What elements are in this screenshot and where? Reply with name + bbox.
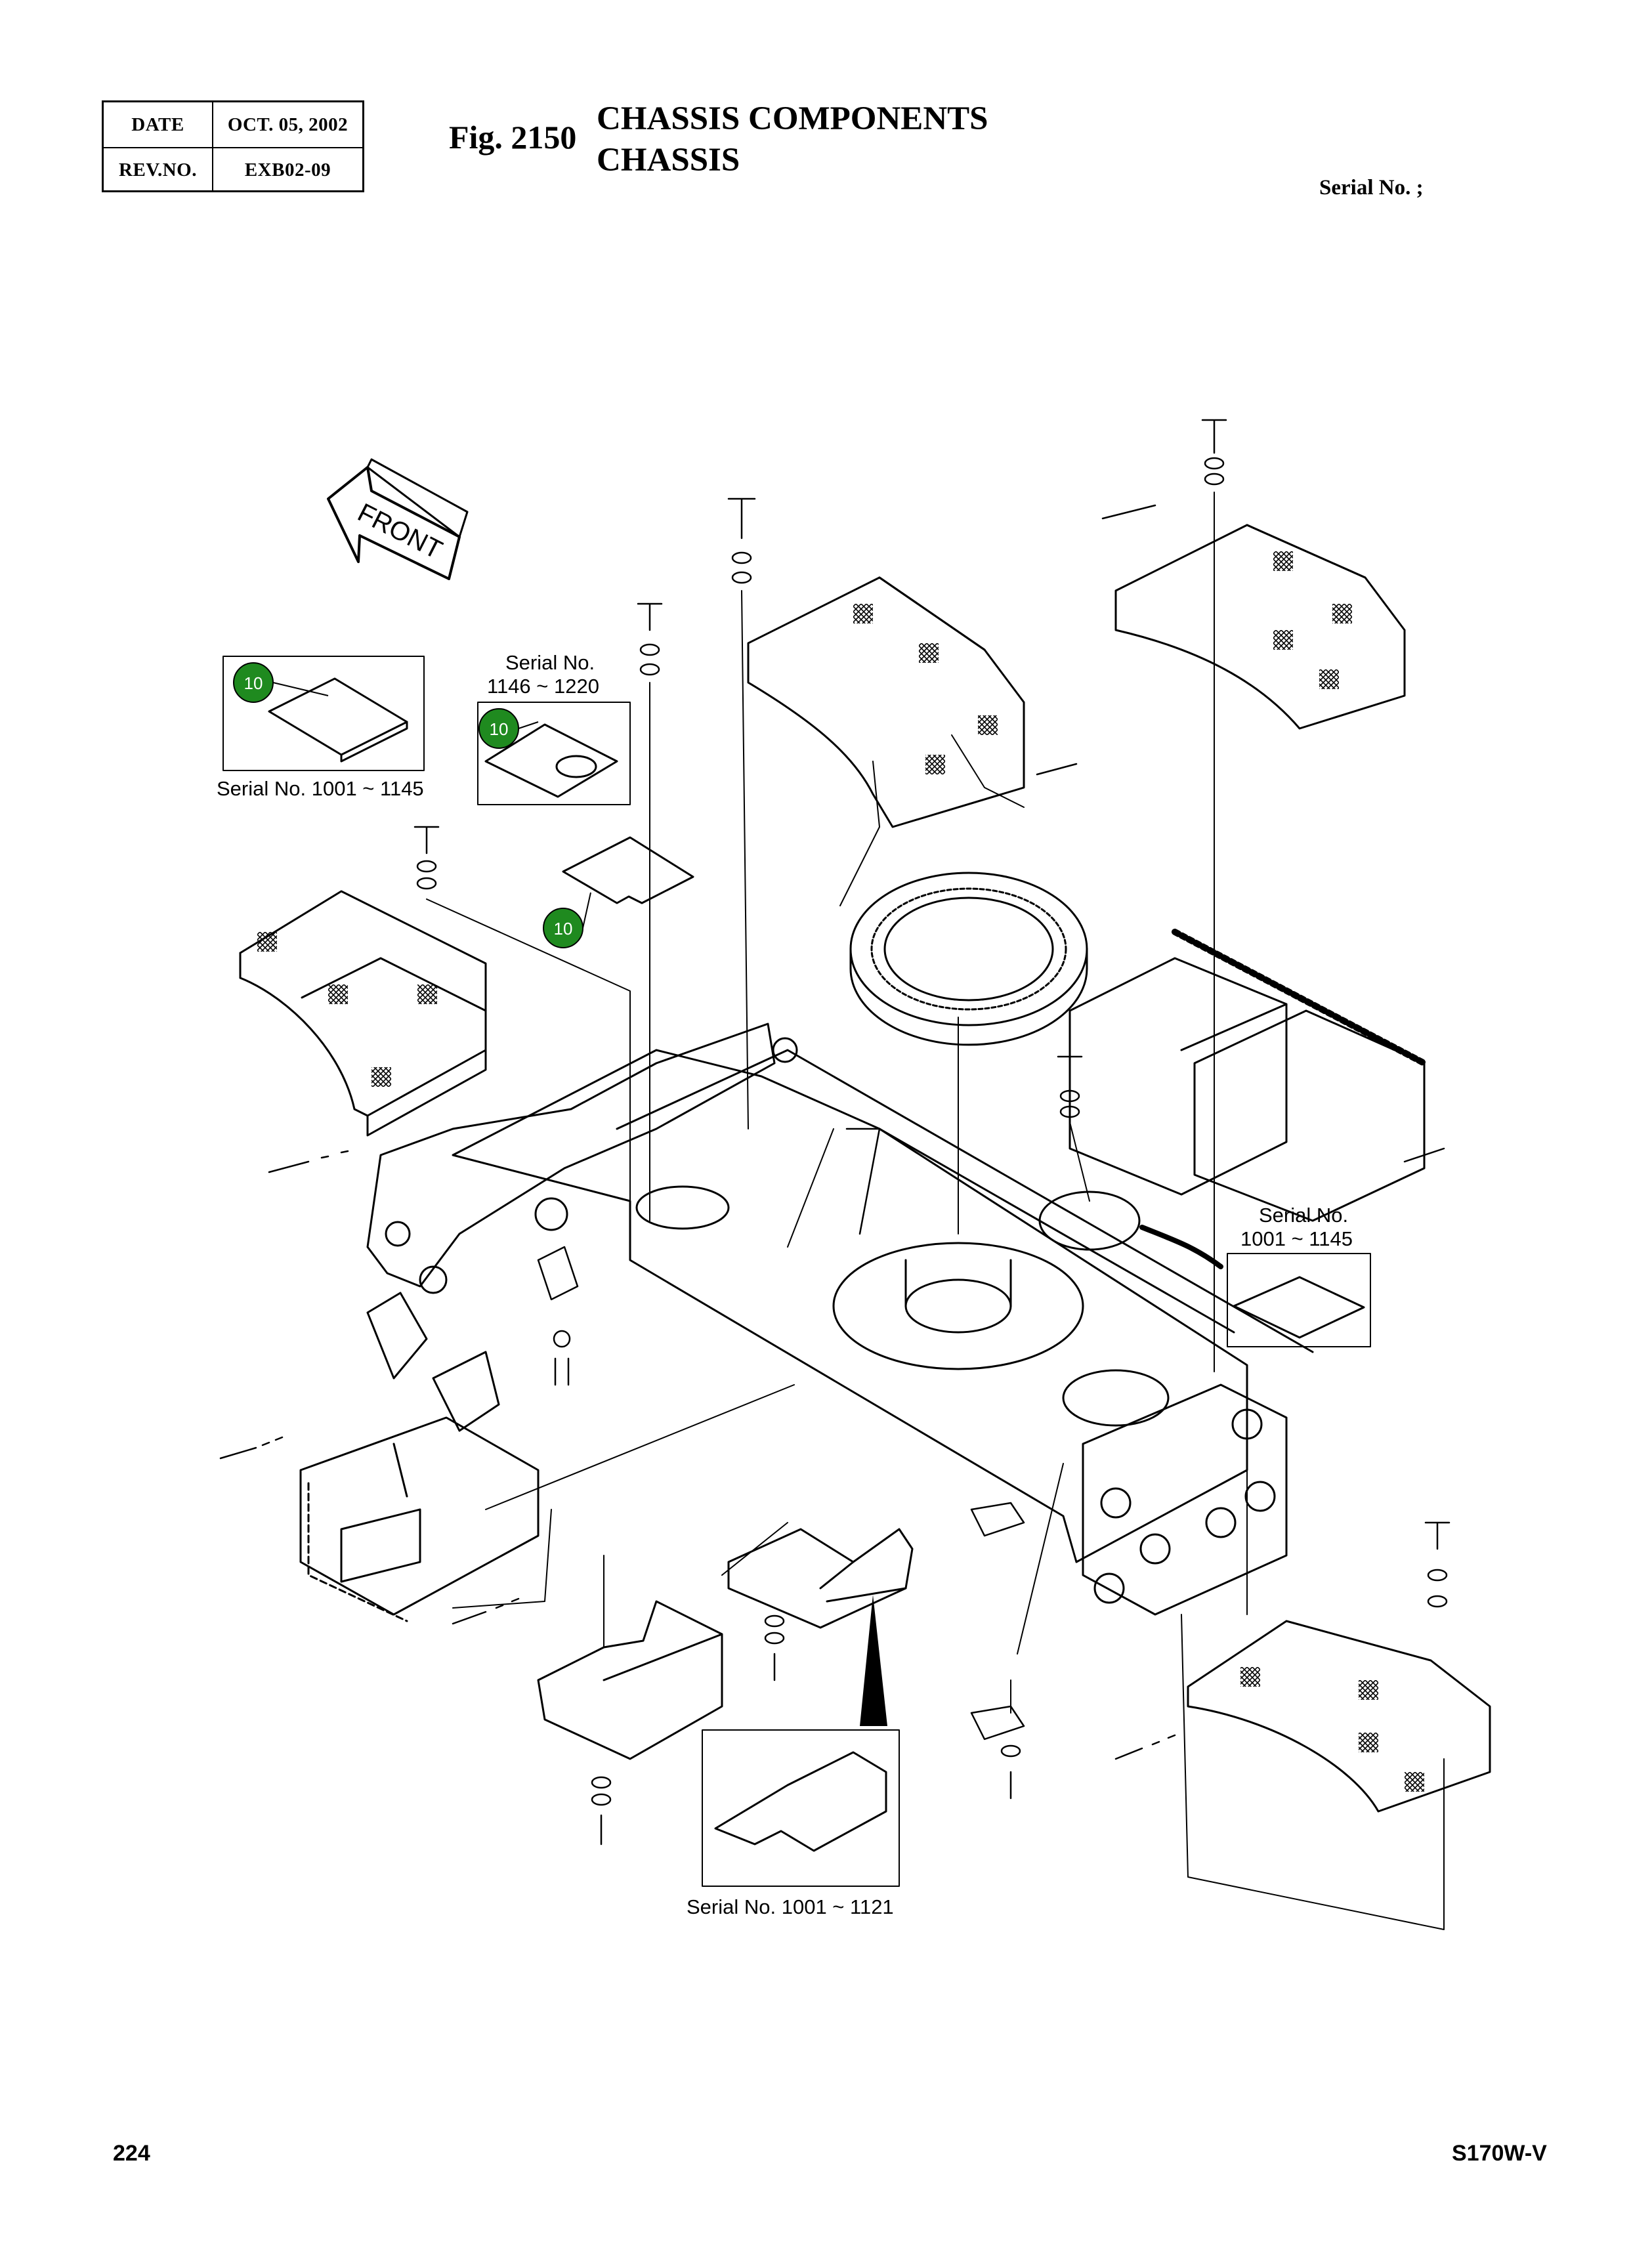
front-direction-arrow: FRONT	[327, 458, 469, 580]
cover-plate-inset-middle: Serial No. 1146 ~ 1220	[477, 651, 631, 805]
date-label: DATE	[131, 114, 184, 135]
table-divider-vertical	[212, 102, 213, 190]
callout-badge-label: 10	[554, 919, 573, 939]
serial-number-header: Serial No. ;	[1319, 176, 1424, 200]
rev-value: EXB02-09	[244, 159, 331, 180]
serial-note-middle-1: Serial No.	[505, 651, 595, 674]
rev-label: REV.NO.	[119, 159, 197, 180]
swing-bearing-ring	[849, 872, 1088, 1046]
main-chassis-frame	[366, 1023, 1314, 1563]
revision-table: DATE OCT. 05, 2002 REV.NO. EXB02-09	[102, 100, 364, 192]
serial-note-middle-2: 1146 ~ 1220	[487, 675, 599, 698]
serial-note-right-1: Serial No.	[1259, 1204, 1348, 1227]
left-fender	[239, 890, 487, 1137]
step-brackets	[366, 1292, 500, 1432]
serial-note-right-2: 1001 ~ 1145	[1240, 1227, 1353, 1250]
cover-plate-inset-left: Serial No. 1001 ~ 1145	[217, 656, 425, 800]
page-number: 224	[113, 2141, 150, 2166]
lower-right-fender	[1187, 1620, 1491, 1813]
front-right-fender	[747, 576, 1025, 828]
right-toolbox	[1069, 929, 1428, 1222]
table-divider-horizontal	[104, 147, 362, 148]
date-value: OCT. 05, 2002	[227, 114, 349, 135]
callout-badge-label: 10	[244, 673, 263, 693]
under-cover-center	[727, 1528, 914, 1629]
hardware-bolt-stacks	[219, 419, 1451, 1846]
figure-title-sub: CHASSIS	[597, 142, 740, 179]
inset-pointer	[860, 1595, 887, 1726]
rear-link-plates	[1082, 1383, 1288, 1616]
top-cover-plate	[562, 836, 694, 904]
under-cover-inset-bottom: Serial No. 1001 ~ 1121	[687, 1729, 900, 1918]
serial-note-bottom: Serial No. 1001 ~ 1121	[687, 1895, 894, 1918]
left-step-box	[299, 1416, 540, 1622]
callout-badge-label: 10	[490, 719, 509, 739]
figure-title-main: CHASSIS COMPONENTS	[597, 100, 988, 137]
model-code: S170W-V	[1452, 2141, 1547, 2166]
callout-badge-group: 10 10 10	[233, 662, 591, 948]
rear-right-fender	[1114, 524, 1406, 730]
serial-note-top-left: Serial No. 1001 ~ 1145	[217, 777, 424, 800]
under-cover-left	[537, 1600, 723, 1760]
cover-plate-inset-right: Serial No. 1001 ~ 1145	[1038, 1191, 1371, 1347]
leader-lines	[426, 492, 1445, 1930]
figure-number: Fig. 2150	[449, 119, 577, 156]
